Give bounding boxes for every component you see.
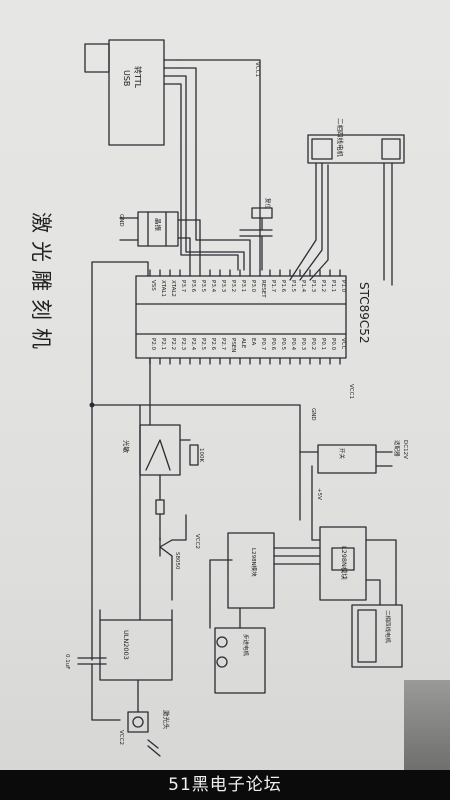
mcu-left-pin-label: P3.3 bbox=[220, 280, 226, 293]
mcu-left-pin-label: P3.2 bbox=[230, 280, 236, 292]
mcu-left-pin-label: P1.4 bbox=[300, 280, 306, 293]
crystal-gnd-label: GND bbox=[118, 214, 124, 227]
mcu-right-pin-label: P0.1 bbox=[320, 338, 326, 350]
driver1-label: L298N模块 bbox=[340, 546, 349, 580]
usb-vcc-label: VCC1 bbox=[254, 62, 260, 77]
transistor-label: S8050 bbox=[174, 552, 180, 570]
mcu-left-pin-label: VSS bbox=[150, 280, 156, 291]
mcu-right-pin-label: P2.1 bbox=[160, 338, 166, 350]
cap-label: 0.1uF bbox=[64, 654, 70, 669]
mcu-right-pin-label: ALE bbox=[240, 338, 246, 349]
mcu-left-pin-label: XTAL2 bbox=[170, 280, 176, 297]
usb-label-line2: 转TTL bbox=[133, 66, 143, 89]
mcu-right-pin-label: PSEN bbox=[230, 338, 236, 352]
usb-ttl-module: USB 转TTL bbox=[84, 39, 179, 146]
mcu-right-pin-label: P0.5 bbox=[280, 338, 286, 351]
stepper2-label: 二相四线电机 bbox=[384, 610, 392, 644]
l298n-driver-1: L298N模块 bbox=[319, 526, 367, 601]
mcu-left-pin-label: P1.5 bbox=[290, 280, 296, 293]
mcu-name: STC89C52 bbox=[357, 282, 371, 344]
mcu-left-pin-label: P1.7 bbox=[270, 280, 276, 293]
power-in-label: DC12V bbox=[402, 440, 408, 459]
mcu-right-pin-label: P0.3 bbox=[300, 338, 306, 351]
mcu-left-pin-label: P3.4 bbox=[210, 280, 216, 293]
mcu-right-pin-label: P2.2 bbox=[170, 338, 176, 350]
mcu-right-pin-labels: VCC P0.0 P0.1 P0.2 P0.3 P0.4 P0.5 P0.6 P0.7 EA ALE… bbox=[150, 338, 346, 352]
l298n-driver-2: L298N模块 bbox=[227, 532, 275, 609]
mcu-right-pin-label: P2.3 bbox=[180, 338, 186, 351]
mcu-right-pin-label: P2.5 bbox=[200, 338, 206, 351]
mcu-right-pin-label: P2.6 bbox=[210, 338, 216, 351]
mcu-vcc-label: VCC1 bbox=[348, 384, 354, 399]
mcu-right-pin-label: EA bbox=[250, 338, 256, 345]
mcu-pins bbox=[149, 269, 341, 365]
plus5v-label: +5V bbox=[316, 488, 322, 500]
mcu-left-pin-label: P3.7 bbox=[180, 280, 186, 293]
stepper-motor-3: 步进电机 bbox=[214, 627, 266, 694]
crystal-label: 晶振 bbox=[154, 218, 163, 232]
motor-label: 步进电机 bbox=[242, 634, 250, 657]
mcu-right-pin-label: P0.6 bbox=[270, 338, 276, 351]
watermark-bar: 51黑电子论坛 bbox=[0, 770, 450, 800]
reset-circuit: 复位 bbox=[239, 198, 273, 271]
reset-label: 复位 bbox=[264, 198, 272, 210]
uln2003-chip: ULN2003 bbox=[99, 609, 173, 681]
mcu-right-pin-label: P0.2 bbox=[310, 338, 316, 350]
mcu-left-pin-label: P1.0 bbox=[340, 280, 346, 293]
stepper-motor-1: 二相四线电机 bbox=[307, 118, 405, 164]
capacitor: 0.1uF bbox=[64, 654, 121, 721]
transistor-vcc-label: VCC2 bbox=[194, 534, 200, 549]
mcu-left-pin-label: P3.5 bbox=[200, 280, 206, 293]
mcu-left-pin-label: P1.3 bbox=[310, 280, 316, 293]
mcu-left-pin-label: P1.6 bbox=[280, 280, 286, 293]
transistor-s8050: S8050 VCC2 bbox=[159, 534, 200, 570]
mcu-right-pin-label: P2.7 bbox=[220, 338, 226, 351]
power-switch-label: 开关 bbox=[338, 448, 346, 460]
mcu-left-pin-label: P1.2 bbox=[320, 280, 326, 292]
chip-label: ULN2003 bbox=[122, 630, 130, 660]
background-corner bbox=[404, 680, 450, 770]
mcu-left-pin-label: P3.0 bbox=[250, 280, 256, 293]
mcu-left-pin-label: P3.6 bbox=[190, 280, 196, 293]
power-in-sub: 适配器 bbox=[393, 440, 401, 457]
usb-label-line1: USB bbox=[122, 70, 131, 86]
mcu-right-pin-label: P0.7 bbox=[260, 338, 266, 351]
mcu-right-pin-label: P2.4 bbox=[190, 338, 196, 351]
photosensor: 光敏 100K bbox=[122, 424, 204, 476]
diagram-title: 激光雕刻机 bbox=[29, 212, 53, 357]
driver2-label: L298N模块 bbox=[250, 548, 258, 577]
laser-head: 激光头 VCC2 bbox=[118, 710, 171, 757]
crystal-oscillator: 晶振 GND bbox=[118, 211, 201, 271]
mcu-right-pin-label: VCC bbox=[340, 338, 346, 350]
mcu-left-pin-labels: P1.0 P1.1 P1.2 P1.3 P1.4 P1.5 P1.6 P1.7 RESET P3.… bbox=[150, 280, 346, 298]
gnd-label: GND bbox=[310, 408, 316, 421]
photo-label: 光敏 bbox=[122, 440, 131, 454]
mcu-right-pin-label: P0.0 bbox=[330, 338, 336, 351]
laser-vcc-label: VCC2 bbox=[118, 730, 124, 745]
mcu-right-pin-label: P0.4 bbox=[290, 338, 296, 351]
mcu-left-pin-label: XTAL1 bbox=[160, 280, 166, 297]
mcu-left-pin-label: P1.1 bbox=[330, 280, 336, 292]
stepper-motor-2: 二相四线电机 bbox=[351, 604, 403, 668]
power-adapter: DC12V 适配器 开关 bbox=[317, 440, 408, 474]
mcu-left-pin-label: RESET bbox=[260, 280, 266, 298]
laser-label: 激光头 bbox=[162, 710, 171, 730]
resistor-label: 100K bbox=[198, 448, 204, 462]
stepper1-label: 二相四线电机 bbox=[336, 118, 345, 158]
mcu-left-pin-label: P3.1 bbox=[240, 280, 246, 292]
mcu-right-pin-label: P2.0 bbox=[150, 338, 156, 351]
mcu-chip: STC89C52 VCC1 bbox=[135, 275, 371, 399]
